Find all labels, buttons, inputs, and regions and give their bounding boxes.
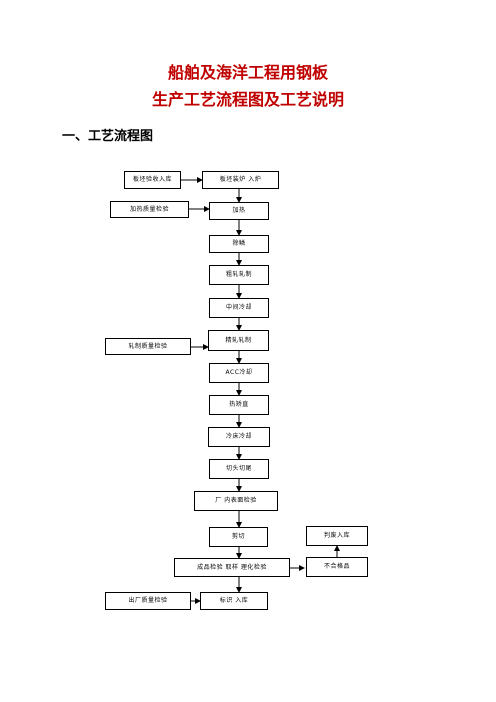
flow-step-acc-cooling: ACC冷却 (209, 363, 269, 383)
section-heading: 一、工艺流程图 (62, 129, 154, 144)
flow-step-surface-inspection: 厂 内表面检验 (194, 491, 278, 511)
flow-step-shipment-inspection: 出厂质量检验 (105, 592, 191, 610)
flow-step-hot-leveling: 热矫直 (209, 395, 269, 415)
flow-step-rough-rolling: 粗轧轧制 (209, 265, 269, 285)
flow-step-scrap-storage: 判废入库 (306, 526, 368, 546)
flow-step-nonconforming: 不合格品 (306, 557, 368, 577)
flow-step-descaling: 除鳞 (209, 235, 269, 253)
flow-step-rolling-inspection: 轧制质量检验 (105, 338, 191, 355)
flow-step-finish-rolling: 精轧轧制 (208, 330, 269, 351)
flow-step-heating: 加热 (209, 202, 269, 220)
flow-step-intermediate-cooling: 中间冷却 (209, 298, 269, 318)
document-title-line2: 生产工艺流程图及工艺说明 (151, 90, 344, 109)
flow-step-cooling-bed: 冷床冷却 (208, 427, 270, 447)
flow-step-shearing: 剪切 (209, 527, 268, 547)
flow-step-slab-acceptance: 板坯验收入库 (124, 171, 181, 189)
flow-step-product-inspection: 成品检验 取样 理化检验 (174, 558, 290, 577)
flow-step-heating-inspection: 加热质量检验 (110, 201, 189, 218)
flow-step-marking-storage: 标识 入库 (200, 592, 268, 610)
flow-step-crop-cutting: 切头切尾 (209, 459, 269, 479)
flow-step-slab-charging: 板坯装炉 入炉 (202, 171, 279, 189)
document-title-line1: 船舶及海洋工程用钢板 (167, 63, 328, 82)
